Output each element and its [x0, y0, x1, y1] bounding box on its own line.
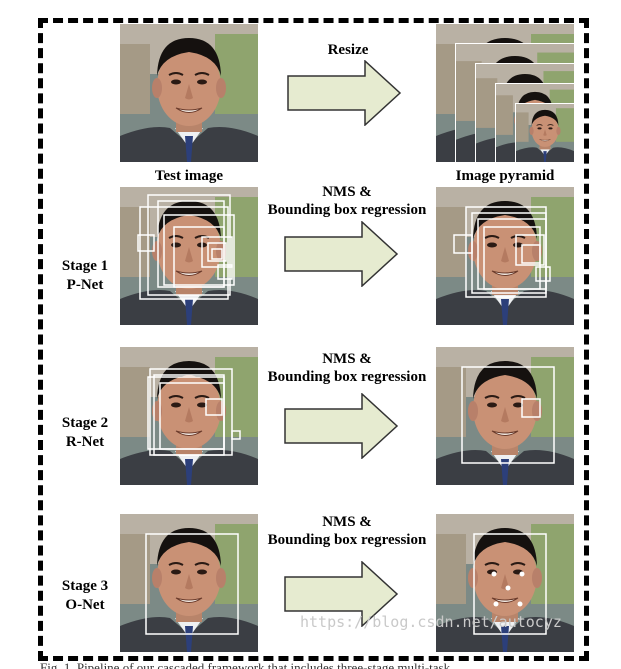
face-photo-icon	[436, 514, 574, 652]
stage2-net: R-Net	[65, 434, 105, 450]
diagram-frame	[38, 18, 589, 661]
stage2-nms-label: NMS & Bounding box regression	[262, 350, 432, 386]
right-arrow-icon	[284, 393, 399, 459]
right-arrow-icon	[284, 561, 399, 627]
stage1-label: Stage 1 P-Net	[50, 257, 120, 295]
right-arrow-icon	[284, 221, 399, 287]
nms-line1: NMS &	[322, 351, 372, 367]
stage1-nms-label: NMS & Bounding box regression	[262, 183, 432, 219]
stage1-net: P-Net	[66, 277, 104, 293]
nms-line2: Bounding box regression	[267, 202, 427, 218]
face-photo-icon	[436, 187, 574, 325]
test-image-label: Test image	[154, 168, 224, 184]
stage2-input	[120, 347, 258, 485]
stage3-title: Stage 3	[61, 578, 109, 594]
stage3-net: O-Net	[65, 597, 105, 613]
face-photo-icon	[436, 347, 574, 485]
stage3-nms-label: NMS & Bounding box regression	[262, 513, 432, 549]
stage1-title: Stage 1	[61, 258, 109, 274]
stage3-output	[436, 514, 574, 652]
stage3-label: Stage 3 O-Net	[50, 577, 120, 615]
face-photo-icon	[120, 24, 258, 162]
nms-line1: NMS &	[322, 184, 372, 200]
stage3-input	[120, 514, 258, 652]
right-arrow-icon	[287, 60, 402, 126]
nms-line2: Bounding box regression	[267, 532, 427, 548]
face-photo-icon	[120, 347, 258, 485]
stage2-output	[436, 347, 574, 485]
figure-caption: Fig. 1. Pipeline of our cascaded framewo…	[40, 660, 451, 669]
stage2-label: Stage 2 R-Net	[50, 414, 120, 452]
test-image	[120, 24, 258, 162]
face-photo-icon	[515, 103, 575, 163]
face-photo-icon	[120, 514, 258, 652]
stage1-input	[120, 187, 258, 325]
face-photo-icon	[120, 187, 258, 325]
stage1-output	[436, 187, 574, 325]
stage2-title: Stage 2	[61, 415, 109, 431]
image-pyramid-label: Image pyramid	[455, 168, 555, 184]
nms-line2: Bounding box regression	[267, 369, 427, 385]
watermark: https://blog.csdn.net/autocyz	[300, 613, 562, 631]
resize-label: Resize	[327, 42, 369, 58]
nms-line1: NMS &	[322, 514, 372, 530]
image-pyramid	[436, 24, 575, 163]
